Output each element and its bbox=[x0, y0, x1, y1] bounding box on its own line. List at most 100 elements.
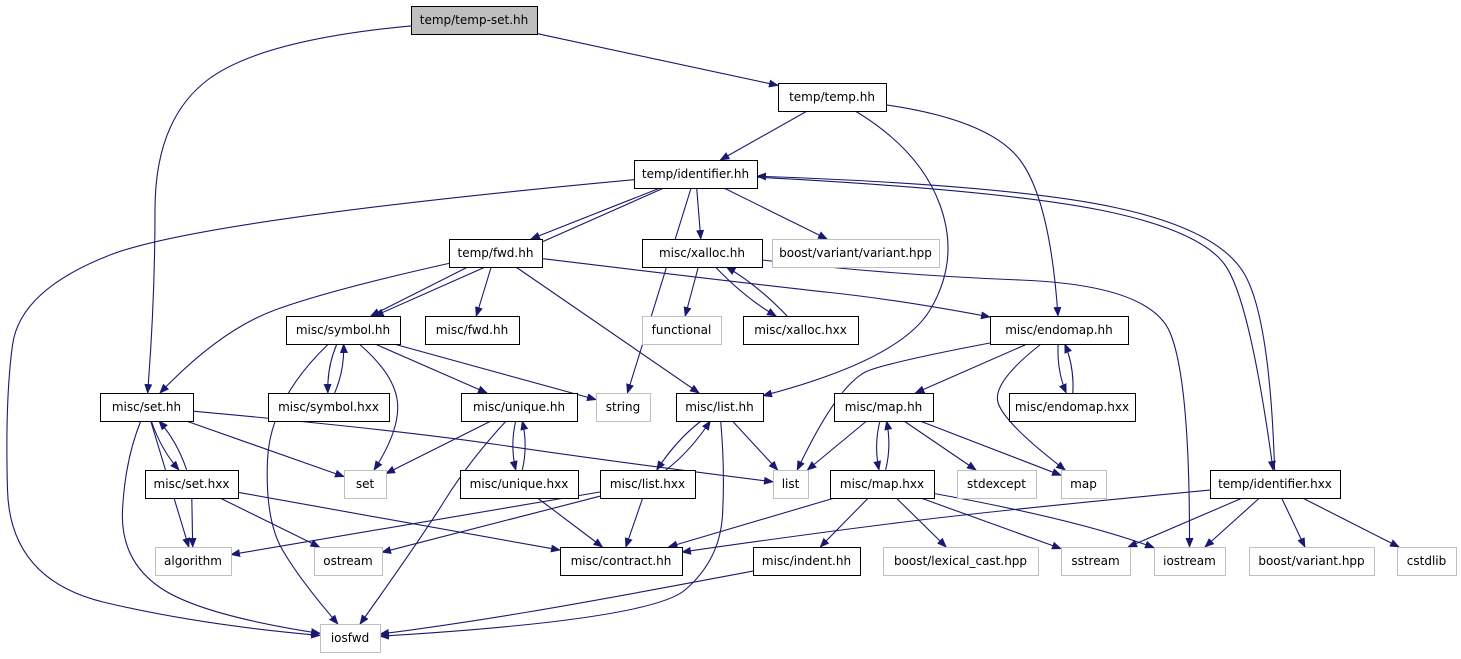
node-box bbox=[314, 547, 383, 576]
edge-misc-set-hxx-to-misc-contract-hh bbox=[237, 491, 561, 553]
edge-misc-set-hxx-to-algorithm bbox=[188, 497, 197, 548]
edge-temp-fwd-hh-to-misc-list-hh bbox=[515, 266, 700, 394]
node-box bbox=[425, 316, 520, 345]
node-boost-variant-hpp: boost/variant.hpp bbox=[1249, 547, 1375, 576]
edge-misc-list-hxx-to-misc-list-hh bbox=[665, 420, 711, 471]
node-algorithm: algorithm bbox=[155, 547, 232, 576]
node-box bbox=[883, 547, 1039, 576]
node-box bbox=[642, 239, 763, 268]
node-box bbox=[1210, 470, 1341, 499]
edge-misc-map-hh-to-misc-map-hxx bbox=[873, 420, 882, 471]
node-misc-endomap-hxx[interactable]: misc/endomap.hxx bbox=[1009, 393, 1136, 422]
node-temp-identifier-hxx[interactable]: temp/identifier.hxx bbox=[1210, 470, 1341, 499]
node-label: misc/unique.hh bbox=[473, 400, 565, 414]
edge-misc-endomap-hh-to-map bbox=[996, 343, 1066, 471]
node-label: misc/symbol.hh bbox=[296, 323, 390, 337]
node-stdexcept: stdexcept bbox=[957, 470, 1037, 499]
edge-misc-list-hxx-to-ostream bbox=[381, 495, 601, 554]
node-label: misc/map.hxx bbox=[840, 477, 924, 491]
node-string: string bbox=[596, 393, 651, 422]
node-misc-set-hxx[interactable]: misc/set.hxx bbox=[145, 470, 239, 499]
node-set: set bbox=[344, 470, 387, 499]
edge-temp-identifier-hxx-to-iostream bbox=[1204, 497, 1260, 548]
node-list: list bbox=[773, 470, 809, 499]
node-cstdlib: cstdlib bbox=[1397, 547, 1457, 576]
edge-temp-identifier-hh-to-string bbox=[626, 187, 692, 394]
node-misc-list-hxx[interactable]: misc/list.hxx bbox=[600, 470, 696, 499]
node-misc-list-hh[interactable]: misc/list.hh bbox=[676, 393, 764, 422]
node-label: misc/xalloc.hxx bbox=[754, 323, 847, 337]
node-map: map bbox=[1061, 470, 1107, 499]
node-box bbox=[1061, 470, 1107, 499]
edge-temp-identifier-hh-to-boost-variant-variant-hpp bbox=[723, 187, 828, 240]
node-misc-symbol-hh[interactable]: misc/symbol.hh bbox=[286, 316, 401, 345]
edge-misc-endomap-hh-to-misc-map-hh bbox=[914, 343, 1028, 394]
node-label: misc/indent.hh bbox=[762, 554, 851, 568]
node-box bbox=[268, 393, 390, 422]
node-label: misc/symbol.hxx bbox=[278, 400, 379, 414]
node-label: temp/identifier.hh bbox=[642, 167, 749, 181]
node-box bbox=[1154, 547, 1226, 576]
edge-misc-set-hh-to-iosfwd bbox=[121, 420, 321, 636]
node-misc-fwd-hh[interactable]: misc/fwd.hh bbox=[425, 316, 520, 345]
node-misc-unique-hh[interactable]: misc/unique.hh bbox=[461, 393, 578, 422]
node-label: misc/unique.hxx bbox=[470, 477, 569, 491]
node-box bbox=[320, 624, 381, 653]
edge-misc-map-hxx-to-sstream bbox=[920, 497, 1062, 550]
node-temp-temp-hh[interactable]: temp/temp.hh bbox=[778, 83, 887, 112]
edge-misc-set-hxx-to-misc-set-hh bbox=[158, 420, 188, 471]
node-temp-identifier-hh[interactable]: temp/identifier.hh bbox=[634, 160, 758, 189]
node-misc-map-hh[interactable]: misc/map.hh bbox=[834, 393, 934, 422]
node-misc-contract-hh[interactable]: misc/contract.hh bbox=[560, 547, 683, 576]
edge-temp-identifier-hh-to-misc-xalloc-hh bbox=[696, 187, 705, 240]
node-box bbox=[460, 470, 579, 499]
node-box bbox=[100, 393, 194, 422]
edge-misc-endomap-hh-to-list bbox=[796, 342, 991, 471]
node-label: temp/temp.hh bbox=[789, 90, 875, 104]
node-misc-unique-hxx[interactable]: misc/unique.hxx bbox=[460, 470, 579, 499]
node-misc-xalloc-hxx[interactable]: misc/xalloc.hxx bbox=[743, 316, 859, 345]
node-label: cstdlib bbox=[1407, 554, 1446, 568]
edge-temp-identifier-hh-to-temp-identifier-hxx bbox=[756, 176, 1276, 471]
edge-temp-identifier-hh-to-iosfwd bbox=[6, 179, 635, 639]
edges-layer bbox=[6, 25, 1400, 640]
edge-temp-fwd-hh-to-misc-set-hh bbox=[159, 262, 450, 394]
node-sstream: sstream bbox=[1061, 547, 1131, 576]
edge-misc-unique-hh-to-iosfwd bbox=[359, 420, 507, 625]
edge-temp-identifier-hxx-to-misc-contract-hh bbox=[681, 489, 1211, 555]
edge-temp-fwd-hh-to-misc-fwd-hh bbox=[475, 266, 492, 317]
node-box bbox=[772, 239, 940, 268]
edge-misc-list-hxx-to-misc-contract-hh bbox=[624, 497, 644, 548]
edge-misc-set-hh-to-set bbox=[186, 420, 345, 478]
node-box bbox=[830, 470, 935, 499]
node-label: iostream bbox=[1163, 554, 1216, 568]
node-label: algorithm bbox=[164, 554, 222, 568]
edge-misc-list-hxx-to-algorithm bbox=[230, 491, 601, 558]
edge-temp-identifier-hh-to-temp-fwd-hh bbox=[529, 187, 661, 240]
node-temp-fwd-hh[interactable]: temp/fwd.hh bbox=[449, 239, 543, 268]
edge-misc-symbol-hh-to-misc-unique-hh bbox=[374, 343, 488, 394]
node-boost-lexical-cast-hpp: boost/lexical_cast.hpp bbox=[883, 547, 1039, 576]
node-misc-set-hh[interactable]: misc/set.hh bbox=[100, 393, 194, 422]
node-label: set bbox=[356, 477, 375, 491]
edge-misc-unique-hxx-to-misc-unique-hh bbox=[520, 420, 529, 471]
edge-misc-list-hh-to-iosfwd bbox=[379, 420, 724, 640]
node-misc-symbol-hxx[interactable]: misc/symbol.hxx bbox=[268, 393, 390, 422]
edge-temp-identifier-hxx-to-cstdlib bbox=[1302, 497, 1400, 548]
node-misc-endomap-hh[interactable]: misc/endomap.hh bbox=[990, 316, 1129, 345]
node-misc-xalloc-hh[interactable]: misc/xalloc.hh bbox=[642, 239, 763, 268]
node-label: misc/xalloc.hh bbox=[659, 246, 745, 260]
node-misc-indent-hh[interactable]: misc/indent.hh bbox=[753, 547, 861, 576]
node-misc-map-hxx[interactable]: misc/map.hxx bbox=[830, 470, 935, 499]
node-temp-set-hh[interactable]: temp/temp-set.hh bbox=[411, 6, 538, 35]
node-box bbox=[642, 316, 722, 345]
node-label: boost/lexical_cast.hpp bbox=[894, 554, 1027, 568]
node-label: misc/endomap.hxx bbox=[1015, 400, 1129, 414]
edge-misc-map-hxx-to-iostream bbox=[933, 492, 1155, 549]
node-box bbox=[753, 547, 861, 576]
edge-misc-map-hh-to-map bbox=[919, 420, 1062, 476]
edge-misc-map-hxx-to-boost-lexical-cast-hpp bbox=[895, 497, 947, 548]
edge-temp-fwd-hh-to-misc-symbol-hh bbox=[369, 266, 469, 317]
node-box bbox=[155, 547, 232, 576]
